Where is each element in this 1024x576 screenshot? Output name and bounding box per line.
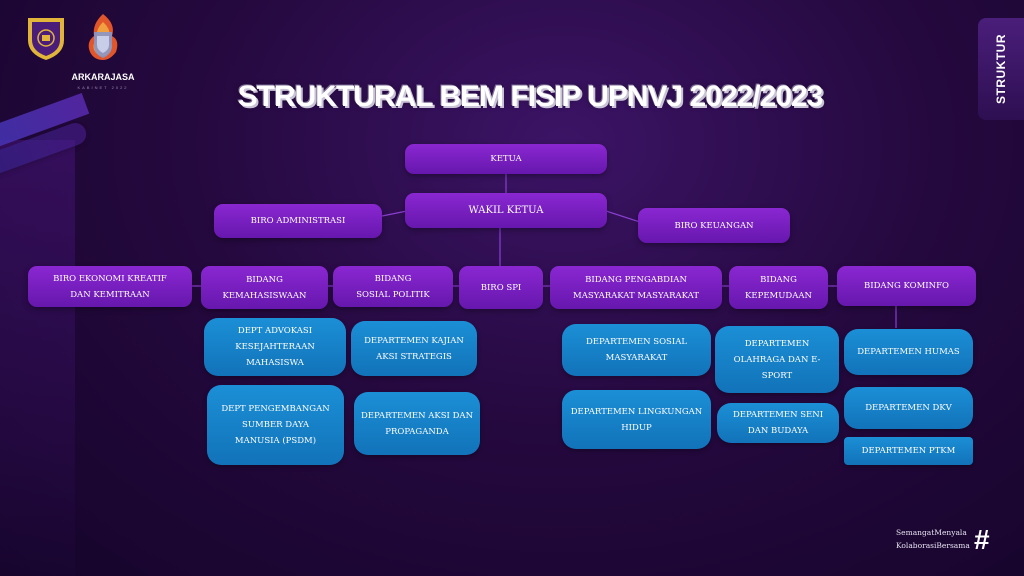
node-biro-spi[interactable]: BIRO SPI — [459, 266, 543, 309]
node-dept-psdm[interactable]: DEPT PENGEMBANGAN SUMBER DAYA MANUSIA (P… — [207, 385, 344, 465]
brand-subtitle: KABINET 2022 — [77, 85, 129, 90]
page-title: STRUKTURAL BEM FISIP UPNVJ 2022/2023 — [237, 80, 824, 113]
node-bidang-kemahasiswaan[interactable]: BIDANG KEMAHASISWAAN — [201, 266, 328, 309]
node-bidang-kepemudaan[interactable]: BIDANG KEPEMUDAAN — [729, 266, 828, 309]
node-dept-advokasi[interactable]: DEPT ADVOKASI KESEJAHTERAAN MAHASISWA — [204, 318, 346, 376]
node-ketua[interactable]: KETUA — [405, 144, 607, 174]
node-dept-sosial-masyarakat[interactable]: DEPARTEMEN SOSIAL MASYARAKAT — [562, 324, 711, 376]
left-decor-panel — [0, 140, 75, 576]
university-shield-logo — [28, 18, 64, 60]
footer-line-1: SemangatMenyala — [896, 528, 967, 537]
node-dept-dkv[interactable]: DEPARTEMEN DKV — [844, 387, 973, 429]
node-biro-administrasi[interactable]: BIRO ADMINISTRASI — [214, 204, 382, 238]
hashtag-icon: # — [974, 524, 990, 555]
node-bidang-sosial-politik[interactable]: BIDANG SOSIAL POLITIK — [333, 266, 453, 307]
node-bidang-kominfo[interactable]: BIDANG KOMINFO — [837, 266, 976, 306]
brand-name: ARKARAJASA — [71, 72, 135, 82]
node-dept-kajian[interactable]: DEPARTEMEN KAJIAN AKSI STRATEGIS — [351, 321, 477, 376]
footer-tagline: SemangatMenyala KolaborasiBersama — [896, 526, 970, 552]
node-dept-seni-budaya[interactable]: DEPARTEMEN SENI DAN BUDAYA — [717, 403, 839, 443]
node-wakil-ketua[interactable]: WAKIL KETUA — [405, 193, 607, 228]
node-dept-aksi-propaganda[interactable]: DEPARTEMEN AKSI DAN PROPAGANDA — [354, 392, 480, 455]
mascot-logo — [88, 14, 118, 60]
node-biro-keuangan[interactable]: BIRO KEUANGAN — [638, 208, 790, 243]
node-biro-ekonomi-kreatif[interactable]: BIRO EKONOMI KREATIF DAN KEMITRAAN — [28, 266, 192, 307]
node-bidang-pengabdian[interactable]: BIDANG PENGABDIAN MASYARAKAT MASYARAKAT — [550, 266, 722, 309]
node-dept-lingkungan-hidup[interactable]: DEPARTEMEN LINGKUNGAN HIDUP — [562, 390, 711, 449]
footer-line-2: KolaborasiBersama — [896, 541, 970, 550]
tab-struktur[interactable]: STRUKTUR — [978, 18, 1024, 120]
node-dept-ptkm[interactable]: DEPARTEMEN PTKM — [844, 437, 973, 465]
node-dept-humas[interactable]: DEPARTEMEN HUMAS — [844, 329, 973, 375]
node-dept-olahraga[interactable]: DEPARTEMEN OLAHRAGA DAN E- SPORT — [715, 326, 839, 393]
